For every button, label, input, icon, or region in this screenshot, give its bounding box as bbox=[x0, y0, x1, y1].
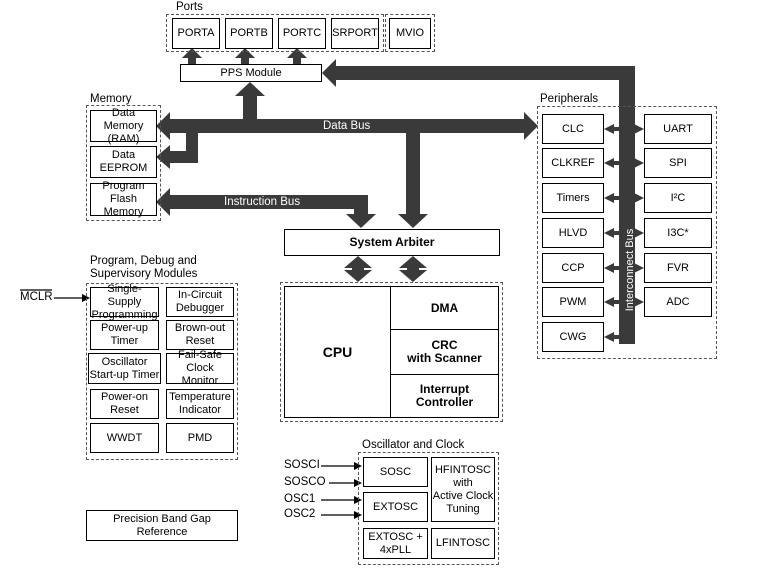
interconnect-bus-bar bbox=[619, 74, 635, 344]
extosc-pll-block: EXTOSC + 4xPLL bbox=[363, 528, 428, 559]
clc-block: CLC bbox=[542, 114, 604, 144]
data-bus-down bbox=[406, 126, 420, 216]
mclr-label: MCLR bbox=[20, 291, 53, 303]
portb-arrow bbox=[235, 48, 255, 58]
hlvd-block: HLVD bbox=[542, 218, 604, 248]
uart-block: UART bbox=[644, 114, 712, 144]
portb-link bbox=[241, 56, 249, 64]
hlvd-i3c-link bbox=[604, 228, 644, 238]
clkref-spi-link bbox=[604, 158, 644, 168]
oscillator-startup-timer-block: Oscillator Start-up Timer bbox=[88, 353, 161, 384]
clkref-block: CLKREF bbox=[542, 148, 604, 178]
ports-title: Ports bbox=[176, 1, 203, 13]
cwg-link bbox=[604, 332, 622, 342]
data-bus-arrow-right bbox=[524, 112, 538, 140]
porta-link bbox=[188, 56, 196, 64]
eeprom-link-arrowhead bbox=[156, 145, 170, 169]
cwg-block: CWG bbox=[542, 322, 604, 352]
arbiter-link-left-down bbox=[344, 270, 372, 282]
in-circuit-debugger-block: In-Circuit Debugger bbox=[166, 287, 234, 317]
instruction-bus-down bbox=[354, 202, 368, 216]
hfintosc-block: HFINTOSC with Active Clock Tuning bbox=[431, 457, 495, 522]
crc-scanner-block: CRC with Scanner bbox=[390, 329, 499, 375]
sosc-block: SOSC bbox=[363, 457, 428, 487]
adc-block: ADC bbox=[644, 287, 712, 317]
peripherals-title: Peripherals bbox=[540, 93, 599, 105]
brown-out-reset-block: Brown-out Reset bbox=[166, 320, 234, 350]
supervisory-title: Program, Debug and Supervisory Modules bbox=[90, 255, 198, 280]
timers-i2c-link bbox=[604, 193, 644, 203]
memory-title: Memory bbox=[90, 93, 132, 105]
fail-safe-clock-monitor-block: Fail-Safe Clock Monitor bbox=[166, 349, 234, 387]
data-bus-label: Data Bus bbox=[323, 120, 371, 132]
srport-block: SRPORT bbox=[331, 18, 379, 49]
mvio-group bbox=[385, 14, 435, 52]
bandgap-reference-block: Precision Band Gap Reference bbox=[86, 510, 238, 541]
portc-arrow bbox=[287, 48, 307, 58]
data-memory-block: Data Memory (RAM) bbox=[90, 107, 157, 145]
i3c-block: I3C* bbox=[644, 218, 712, 248]
fvr-block: FVR bbox=[644, 253, 712, 283]
arbiter-link-right-down bbox=[399, 270, 427, 282]
pwm-block: PWM bbox=[542, 287, 604, 317]
ccp-block: CCP bbox=[542, 253, 604, 283]
instruction-bus-arrow-down bbox=[346, 214, 376, 228]
spi-block: SPI bbox=[644, 148, 712, 178]
i2c-block: I²C bbox=[644, 183, 712, 213]
sosco-label: SOSCO bbox=[284, 476, 326, 488]
peripherals-group bbox=[537, 106, 717, 359]
wwdt-block: WWDT bbox=[90, 423, 159, 453]
pps-up-arrow bbox=[235, 82, 265, 96]
pwm-adc-link bbox=[604, 297, 644, 307]
power-on-reset-block: Power-on Reset bbox=[90, 389, 159, 419]
arbiter-link-left bbox=[352, 266, 364, 272]
eeprom-link-horizontal bbox=[168, 151, 198, 163]
temperature-indicator-block: Temperature Indicator bbox=[166, 389, 234, 419]
oscillator-group bbox=[358, 452, 499, 565]
timers-block: Timers bbox=[542, 183, 604, 213]
data-bus-bar bbox=[168, 119, 526, 133]
lfintosc-block: LFINTOSC bbox=[431, 528, 495, 559]
single-supply-programming-block: Single-Supply Programming bbox=[90, 282, 159, 321]
ccp-fvr-link bbox=[604, 263, 644, 273]
porta-arrow bbox=[182, 48, 202, 58]
arbiter-link-left-up bbox=[344, 256, 372, 268]
arbiter-link-right-up bbox=[399, 256, 427, 268]
data-bus-arrow-down bbox=[398, 214, 428, 228]
pmd-block: PMD bbox=[166, 423, 234, 453]
system-arbiter-block: System Arbiter bbox=[284, 229, 500, 256]
peripheral-links bbox=[604, 124, 644, 342]
supervisory-group bbox=[86, 283, 238, 460]
data-eeprom-block: Data EEPROM bbox=[90, 146, 157, 178]
memory-group bbox=[86, 105, 161, 221]
program-flash-block: Program Flash Memory bbox=[90, 180, 157, 218]
ports-group bbox=[166, 14, 384, 52]
instruction-bus-label: Instruction Bus bbox=[224, 196, 301, 208]
instruction-bus-bar bbox=[168, 195, 368, 209]
portc-block: PORTC bbox=[278, 18, 326, 49]
pps-up-bar bbox=[243, 94, 257, 126]
porta-block: PORTA bbox=[172, 18, 220, 49]
extosc-block: EXTOSC bbox=[363, 492, 428, 522]
pps-feed-bus-bar bbox=[333, 66, 635, 80]
osc2-label: OSC2 bbox=[284, 508, 316, 520]
oscillator-title: Oscillator and Clock bbox=[362, 439, 465, 451]
pps-feed-arrowhead bbox=[322, 59, 336, 87]
data-bus-arrow-left bbox=[156, 112, 170, 140]
osc1-label: OSC1 bbox=[284, 493, 316, 505]
mvio-block: MVIO bbox=[389, 18, 431, 49]
power-up-timer-block: Power-up Timer bbox=[90, 320, 159, 350]
portc-link bbox=[293, 56, 301, 64]
arbiter-link-right bbox=[407, 266, 419, 272]
pps-module-block: PPS Module bbox=[180, 64, 322, 82]
cpu-block: CPU bbox=[284, 286, 391, 418]
clc-uart-link bbox=[604, 124, 644, 134]
interrupt-controller-block: Interrupt Controller bbox=[390, 374, 499, 418]
portb-block: PORTB bbox=[225, 18, 273, 49]
instruction-bus-arrow-left bbox=[156, 188, 170, 216]
sosci-label: SOSCI bbox=[284, 459, 320, 471]
core-group bbox=[280, 282, 503, 422]
dma-block: DMA bbox=[390, 286, 499, 330]
